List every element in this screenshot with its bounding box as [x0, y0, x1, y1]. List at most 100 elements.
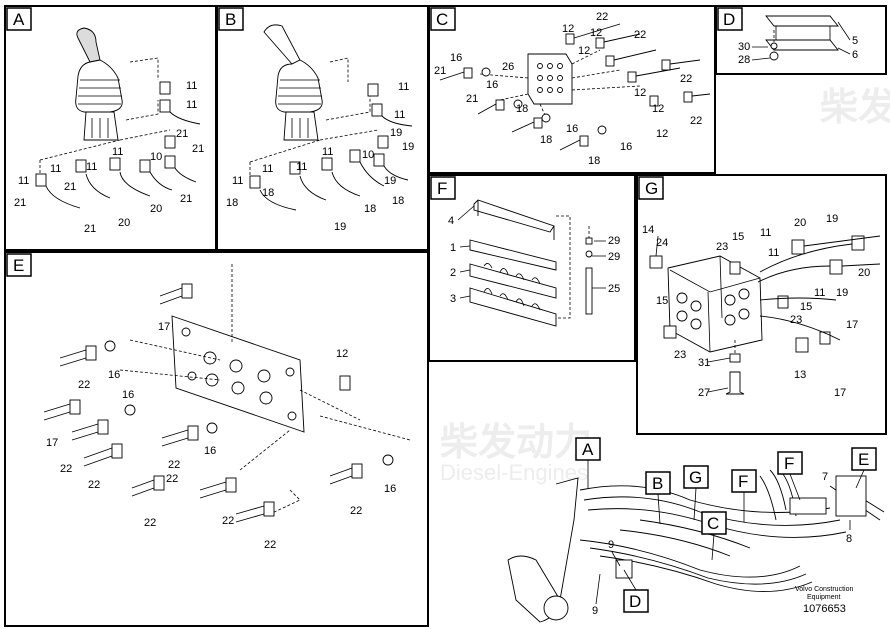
callout-number: 17 [834, 387, 846, 399]
callout-number: 18 [392, 195, 404, 207]
watermark-text: 柴发动力 [820, 87, 890, 129]
panel-c: C 22 12 12 22 16 26 21 12 [428, 5, 716, 174]
callout-number: 28 [738, 54, 750, 66]
callout-number: 22 [222, 515, 234, 527]
panel-a: A 11 11 21 11 11 10 21 11 11 21 [4, 5, 217, 251]
callout-number: 12 [578, 45, 590, 57]
callout-number: 20 [794, 217, 806, 229]
panel-f: F 4 1 2 3 29 29 25 [428, 174, 636, 362]
document-number: 1076653 [803, 603, 846, 615]
callout-number: 22 [690, 115, 702, 127]
callout-number: 21 [180, 193, 192, 205]
callout-number: 22 [78, 379, 90, 391]
callout-number: 21 [14, 197, 26, 209]
panel-tag: A [13, 10, 25, 29]
clamp-parts-drawing [469, 199, 593, 327]
panel-b: B 11 11 19 11 11 10 19 11 11 18 18 [216, 5, 429, 251]
callout-number: 31 [698, 357, 710, 369]
callout-number: 18 [516, 103, 528, 115]
bracket-drawing [527, 53, 573, 105]
callout-number: 12 [634, 87, 646, 99]
callout-number: 23 [674, 349, 686, 361]
callout-number: 22 [88, 479, 100, 491]
callout-number: 11 [232, 175, 243, 187]
callout-number: 29 [608, 235, 620, 247]
panel-tag: G [645, 179, 658, 198]
fittings [43, 283, 394, 523]
callout-number: 11 [814, 287, 825, 299]
callout-number: 30 [738, 41, 750, 53]
callout-labels: 11 11 21 11 11 10 21 11 11 21 21 20 20 2… [14, 80, 204, 235]
joystick-drawing [263, 24, 323, 141]
callout-number: 20 [118, 217, 130, 229]
callout-number: 11 [322, 146, 333, 158]
callout-number: 23 [716, 241, 728, 253]
fittings [35, 81, 201, 209]
machine-overview: A B G F C F E D 7 8 9 9 [507, 437, 885, 623]
plate-drawing [171, 315, 305, 433]
callout-number: 21 [84, 223, 96, 235]
watermark-text: 柴发动力 [440, 422, 592, 464]
callout-number: 20 [150, 203, 162, 215]
callout-number: 7 [822, 471, 828, 483]
callout-number: 22 [168, 459, 180, 471]
callout-number: 21 [192, 143, 204, 155]
brand-text: Equipment [807, 594, 841, 601]
callout-number: 22 [144, 517, 156, 529]
callout-number: 8 [846, 533, 852, 545]
callout-number: 13 [794, 369, 806, 381]
callout-number: 18 [540, 134, 552, 146]
callout-number: 19 [836, 287, 848, 299]
callout-number: F [784, 454, 794, 473]
callout-number: 21 [176, 128, 188, 140]
callout-number: 19 [826, 213, 838, 225]
callout-number: 16 [450, 52, 462, 64]
callout-number: 18 [364, 203, 376, 215]
callout-number: 6 [852, 49, 858, 61]
callout-number: 16 [204, 445, 216, 457]
callout-number: 12 [336, 348, 348, 360]
callout-number: A [582, 440, 594, 459]
callout-number: 22 [634, 29, 646, 41]
callout-number: 16 [384, 483, 396, 495]
callout-number: 19 [334, 221, 346, 233]
callout-number: D [629, 592, 641, 611]
callout-number: 21 [466, 93, 478, 105]
callout-number: 11 [112, 146, 123, 158]
callout-number: 15 [656, 295, 668, 307]
callout-number: 18 [588, 155, 600, 167]
callout-labels: 14 24 23 15 11 20 19 20 11 19 15 11 15 2… [642, 213, 870, 399]
callout-number: 14 [642, 224, 654, 236]
valve-block-drawing [649, 235, 881, 395]
fittings [249, 83, 413, 211]
callout-number: 16 [486, 79, 498, 91]
callout-number: 19 [384, 175, 396, 187]
panel-tag: C [436, 10, 448, 29]
callout-number: 5 [852, 35, 858, 47]
callout-labels: 17 22 16 12 16 17 22 22 22 16 22 22 16 2… [46, 321, 396, 551]
callout-number: 18 [262, 187, 274, 199]
joystick-drawing [75, 27, 123, 141]
callout-number: 19 [402, 141, 414, 153]
callout-labels: 11 11 19 11 11 10 19 11 11 18 18 19 19 1… [226, 81, 414, 233]
callout-number: C [707, 514, 719, 533]
callout-number: 11 [50, 163, 61, 175]
callout-number: 11 [768, 247, 779, 259]
callout-number: 21 [434, 65, 446, 77]
callout-number: 12 [590, 27, 602, 39]
callout-number: 17 [46, 437, 58, 449]
panel-tag: B [225, 10, 236, 29]
callout-number: 11 [186, 80, 197, 92]
watermark-subtext: Diesel-Engines [440, 460, 588, 485]
callout-number: 16 [108, 369, 120, 381]
callout-number: 19 [390, 127, 402, 139]
callout-number: 4 [448, 215, 454, 227]
callout-number: 10 [362, 149, 374, 161]
panel-d: D 30 28 5 6 [715, 5, 887, 75]
callout-number: 24 [656, 237, 668, 249]
callout-number: 12 [562, 23, 574, 35]
callout-number: 15 [732, 231, 744, 243]
callout-number: 26 [502, 61, 514, 73]
callout-number: 21 [64, 181, 76, 193]
